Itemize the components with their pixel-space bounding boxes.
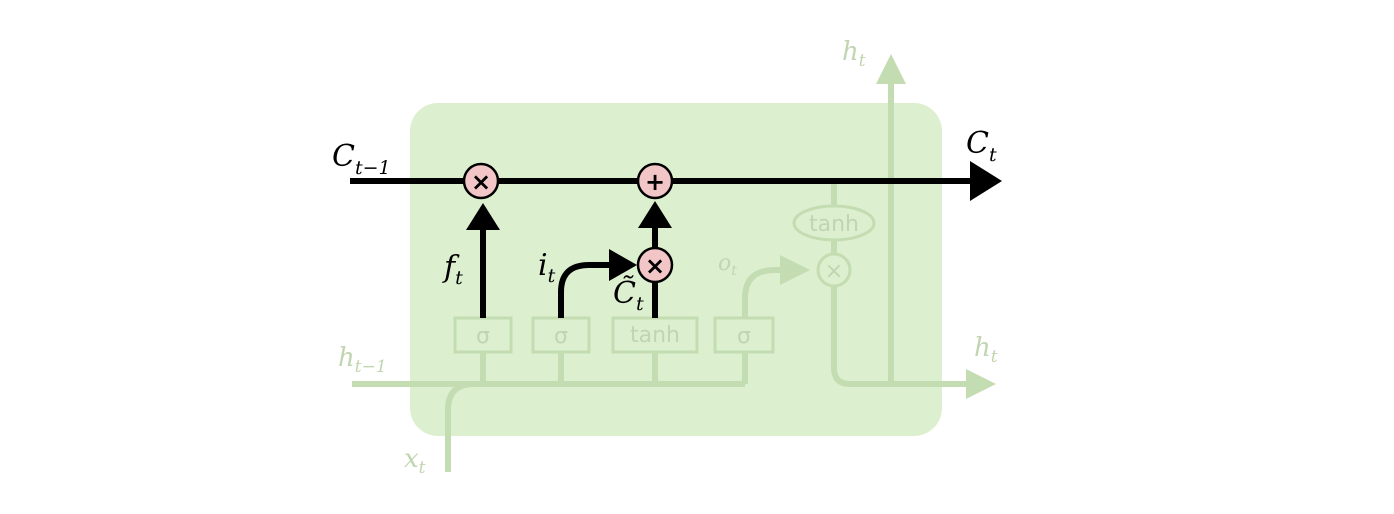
input-gate-label: σ: [554, 324, 568, 349]
x-label: xt: [404, 444, 426, 478]
output-gate-label: σ: [737, 324, 751, 349]
forget-arrowhead: [466, 203, 500, 230]
h-prev-label: ht−1: [338, 343, 387, 377]
add-arrowhead: [638, 201, 672, 228]
forget-multiply-op: [462, 162, 500, 200]
active-arrowheads: [466, 161, 1002, 281]
faded-gates: [453, 204, 876, 354]
output-multiply-symbol: ×: [825, 259, 843, 284]
forget-gate-label: σ: [476, 324, 490, 349]
multiply-down: [831, 286, 996, 399]
h-right-label: ht: [974, 333, 998, 367]
tanh-gate-label: tanh: [630, 323, 680, 348]
c-prev-label: Ct−1: [332, 139, 391, 179]
h-top-label: ht: [842, 37, 866, 71]
cell-tanh-label: tanh: [809, 212, 859, 237]
forget-multiply-symbol: ×: [471, 168, 491, 196]
output-gate-curve: [742, 255, 810, 318]
input-multiply-symbol: ×: [645, 252, 665, 280]
add-op: [636, 162, 674, 200]
tanh-gate-box: [611, 316, 699, 354]
cell-tanh-ellipse: [792, 204, 876, 242]
i-label: it: [538, 248, 556, 287]
input-arrowhead: [609, 249, 637, 281]
o-label: ot: [718, 251, 737, 279]
x-input-line: [445, 381, 475, 472]
active-ops: [462, 162, 674, 284]
faded-paths: [352, 54, 996, 472]
input-gate-box: [531, 316, 591, 354]
cell-state-arrowhead: [970, 161, 1002, 201]
c-tilde-label: C̃t: [613, 276, 644, 315]
input-arrow: [558, 262, 612, 318]
output-gate-box: [713, 316, 775, 354]
c-out-label: Ct: [966, 126, 997, 166]
input-multiply-op: [636, 246, 674, 284]
add-symbol: +: [645, 168, 665, 196]
output-multiply-op: [816, 252, 852, 288]
